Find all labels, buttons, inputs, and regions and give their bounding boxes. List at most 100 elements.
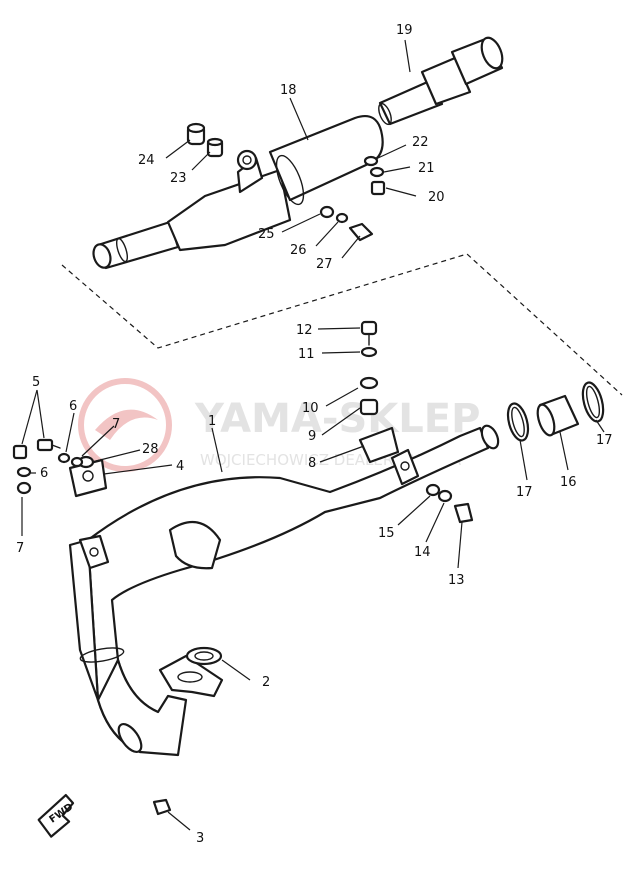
watermark-logo-swoosh bbox=[95, 409, 158, 440]
chamber-body bbox=[86, 426, 490, 754]
label-12: 12 bbox=[296, 323, 313, 338]
washer-6b bbox=[16, 466, 32, 478]
washer-25 bbox=[319, 205, 335, 219]
tail-pipe-collar bbox=[420, 56, 472, 106]
label-1: 1 bbox=[208, 414, 216, 429]
label-7a: 7 bbox=[112, 417, 120, 432]
tail-pipe-outlet-mouth bbox=[480, 36, 504, 70]
leader-lines bbox=[21, 39, 605, 831]
damper-parts bbox=[186, 122, 224, 158]
clamp-17a-inner bbox=[511, 406, 525, 438]
washer-7b bbox=[16, 481, 32, 495]
exhaust-flange-hole bbox=[177, 671, 203, 683]
silencer-assembly bbox=[92, 114, 384, 270]
label-21: 21 bbox=[418, 161, 435, 176]
gasket-2-inner bbox=[194, 651, 214, 661]
label-19: 19 bbox=[396, 23, 413, 38]
label-14: 14 bbox=[414, 545, 431, 560]
tail-pipe-tube bbox=[378, 78, 444, 126]
silencer-bracket-hole bbox=[236, 149, 258, 171]
tail-pipe-inner-end bbox=[378, 102, 392, 126]
bolt-12 bbox=[360, 320, 378, 336]
silencer-cone bbox=[166, 168, 292, 252]
label-7b: 7 bbox=[16, 541, 24, 556]
label-6b: 6 bbox=[40, 466, 48, 481]
bracket-4-hole bbox=[82, 470, 94, 482]
joint-16-end bbox=[536, 403, 556, 437]
nut-3 bbox=[152, 798, 172, 816]
chamber-outlet bbox=[480, 424, 500, 450]
label-11: 11 bbox=[298, 347, 315, 362]
tail-pipe bbox=[378, 36, 504, 126]
collar-10 bbox=[359, 376, 379, 390]
washer-7a bbox=[70, 456, 84, 468]
silencer-inlet-ring bbox=[115, 237, 129, 263]
washer-14 bbox=[437, 489, 453, 503]
watermark-main-text: YAMA-SKLEP bbox=[194, 396, 480, 442]
clamp-17a bbox=[506, 402, 530, 442]
washer-22 bbox=[363, 155, 379, 167]
label-27: 27 bbox=[316, 257, 333, 272]
label-25: 25 bbox=[258, 227, 275, 242]
chamber-front-bracket-hole bbox=[89, 547, 99, 557]
bolt-5b-shank bbox=[51, 444, 61, 449]
washer-6a bbox=[57, 452, 71, 464]
label-10: 10 bbox=[302, 401, 319, 416]
washer-21 bbox=[369, 166, 385, 178]
label-2: 2 bbox=[262, 675, 270, 690]
label-3: 3 bbox=[196, 831, 204, 846]
bolt-20 bbox=[370, 180, 386, 196]
silencer-bracket-hole-inner bbox=[242, 155, 252, 165]
damper-rubber-top bbox=[186, 122, 206, 134]
chamber-rear-bracket bbox=[390, 448, 420, 486]
chamber-rear-bracket-hole bbox=[400, 461, 410, 471]
label-9: 9 bbox=[308, 429, 316, 444]
bolt-5a bbox=[12, 444, 28, 460]
rear-joint-parts bbox=[425, 381, 605, 524]
part-number-labels: 19 18 24 23 22 21 20 25 26 27 12 11 10 9… bbox=[16, 23, 613, 846]
front-mount-parts bbox=[12, 438, 108, 498]
stay-8 bbox=[358, 426, 400, 464]
forward-arrow: FWD bbox=[37, 793, 75, 838]
label-17a: 17 bbox=[516, 485, 533, 500]
label-18: 18 bbox=[280, 83, 297, 98]
label-23: 23 bbox=[170, 171, 187, 186]
label-28: 28 bbox=[142, 442, 159, 457]
label-24: 24 bbox=[138, 153, 155, 168]
assembly-dash-line bbox=[61, 253, 623, 396]
washer-26 bbox=[335, 212, 349, 224]
label-20: 20 bbox=[428, 190, 445, 205]
label-17b: 17 bbox=[596, 433, 613, 448]
label-4: 4 bbox=[176, 459, 184, 474]
fwd-arrow-shape bbox=[37, 793, 75, 838]
mount-fasteners bbox=[358, 320, 400, 464]
silencer-body-band bbox=[275, 154, 305, 206]
chamber-bend-ring bbox=[117, 723, 143, 753]
washer-11 bbox=[360, 346, 378, 358]
label-5: 5 bbox=[32, 375, 40, 390]
chamber-dent bbox=[168, 520, 222, 570]
label-16: 16 bbox=[560, 475, 577, 490]
label-26: 26 bbox=[290, 243, 307, 258]
label-15: 15 bbox=[378, 526, 395, 541]
bolt-13 bbox=[453, 502, 474, 524]
label-22: 22 bbox=[412, 135, 429, 150]
clamp-17b-inner bbox=[585, 385, 601, 419]
chamber-front-bracket bbox=[78, 534, 110, 570]
bolt-5b bbox=[36, 438, 54, 452]
label-6a: 6 bbox=[69, 399, 77, 414]
silencer-inlet-mouth bbox=[92, 243, 112, 269]
silencer-fasteners bbox=[319, 155, 386, 242]
chamber-joint-ring bbox=[79, 647, 125, 663]
gasket-2 bbox=[185, 646, 223, 666]
bolt-27 bbox=[348, 222, 374, 242]
damper-collar-top bbox=[206, 137, 224, 147]
label-13: 13 bbox=[448, 573, 465, 588]
expansion-chamber bbox=[68, 424, 500, 757]
clamp-17b bbox=[581, 381, 605, 423]
watermark-logo bbox=[78, 378, 172, 472]
label-8: 8 bbox=[308, 456, 316, 471]
damper-9 bbox=[359, 398, 379, 416]
washer-15 bbox=[425, 483, 441, 497]
